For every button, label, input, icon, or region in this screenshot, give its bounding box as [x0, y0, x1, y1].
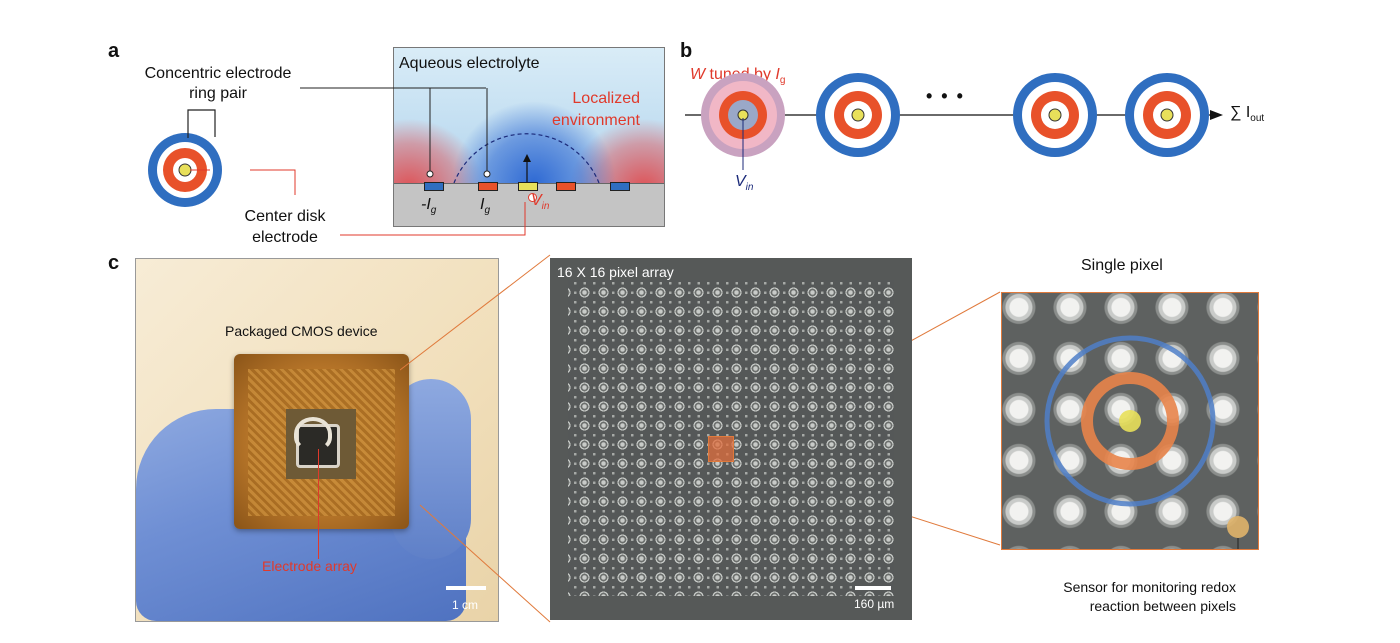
pixel-array-sem [550, 258, 912, 620]
chain-ellipsis: • • • [926, 86, 965, 106]
ring-pair-label-line1: Concentric electrode [144, 65, 292, 82]
center-disk-label: Center disk electrode [230, 206, 340, 248]
packaged-device-label: Packaged CMOS device [225, 323, 378, 339]
packaged-device-photo [135, 258, 499, 622]
array-title: 16 X 16 pixel array [557, 264, 674, 280]
localized-env-line2: environment [551, 112, 640, 129]
panel-b-label: b [680, 40, 693, 62]
redox-sensor-label: Sensor for monitoring redox reaction bet… [1018, 578, 1236, 616]
single-pixel-title: Single pixel [1081, 257, 1163, 274]
sum-iout-label: ∑ Iout [1230, 104, 1265, 124]
electrode-array-pointer [318, 449, 319, 559]
electrolyte-cross-section [393, 47, 665, 227]
scale-160um-label: 160 µm [854, 597, 895, 611]
ring-pair-label-line2: ring pair [189, 85, 247, 102]
vin-label-b: Vin [735, 173, 754, 193]
scale-bar-1cm [446, 586, 486, 590]
minus-ig-label: -Ig [421, 196, 437, 216]
vin-label-a: Vin [531, 192, 550, 212]
ring-pair-leader-lines [300, 87, 486, 89]
center-disk-label-line1: Center disk [244, 208, 326, 225]
electrolyte-label: Aqueous electrolyte [399, 55, 540, 72]
zoom-region-highlight [708, 436, 734, 462]
electrode-array-label: Electrode array [262, 558, 357, 574]
scale-bar-160um [855, 586, 891, 590]
center-disk-label-line2: electrode [252, 229, 318, 246]
ig-label: Ig [480, 196, 491, 216]
localized-env-line1: Localized [572, 90, 640, 107]
concentric-electrode-diagram [148, 109, 385, 236]
single-pixel-sem [1001, 292, 1259, 550]
panel-c-label: c [108, 252, 120, 274]
localized-env-label: Localized environment [520, 88, 640, 132]
redox-sensor-line1: Sensor for monitoring redox [1063, 579, 1236, 595]
pixel-chain-diagram [685, 73, 1223, 170]
scale-1cm-label: 1 cm [452, 598, 479, 612]
panel-a-label: a [108, 40, 120, 62]
redox-sensor-line2: reaction between pixels [1089, 598, 1236, 614]
vin-leader-line [340, 202, 526, 236]
ring-pair-label: Concentric electrode ring pair [128, 64, 308, 104]
